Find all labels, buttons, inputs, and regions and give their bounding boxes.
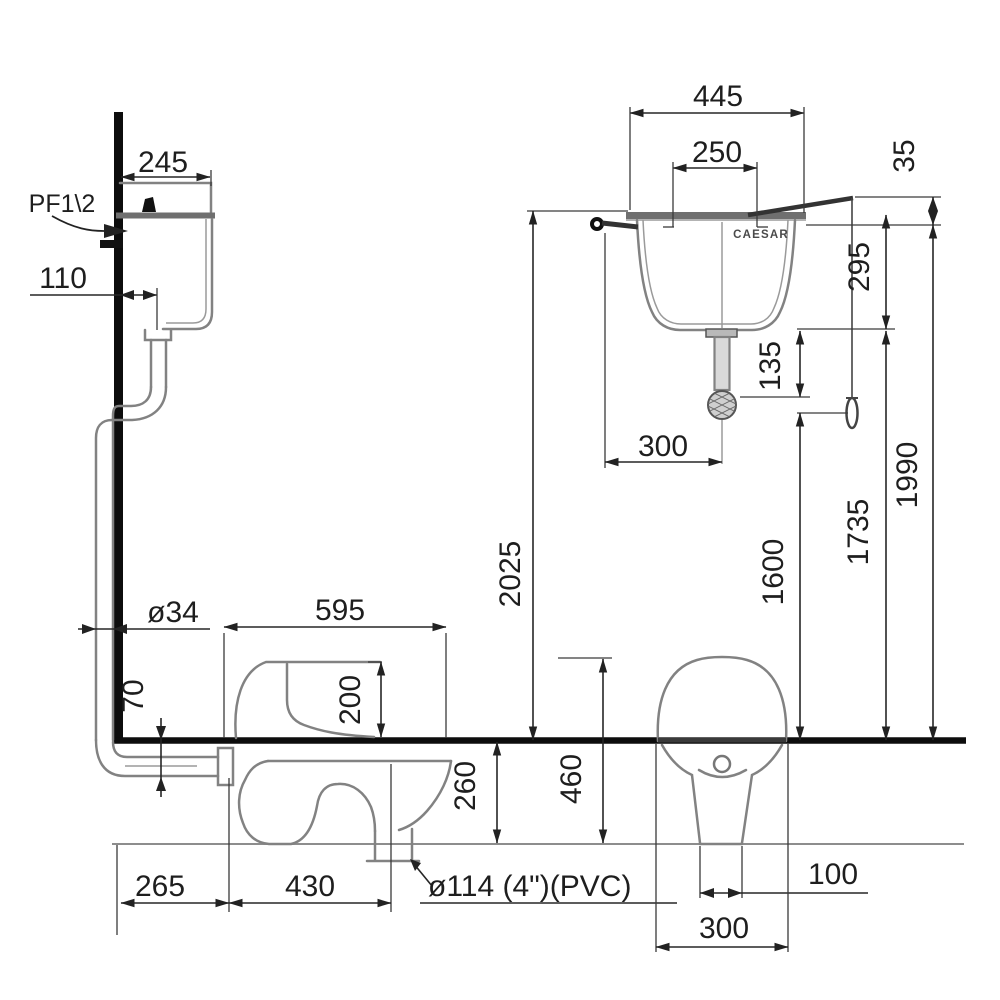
dim-100-label: 100 <box>808 858 858 891</box>
flush-lever-rod <box>601 220 639 230</box>
cistern-front-view: CAESAR <box>590 195 859 430</box>
dim-260-label: 260 <box>449 761 482 811</box>
dim-460-label: 460 <box>555 754 588 804</box>
pipe-hub-front <box>705 328 738 338</box>
dim-dia34-arrow-left <box>82 624 96 634</box>
supply-label: PF1\2 <box>29 190 96 218</box>
cistern-outlet-hub <box>143 328 173 342</box>
cistern-side-view <box>116 181 215 331</box>
dimensions: 245 110 445 250 35 295 135 <box>30 80 941 952</box>
dim-dia114-label: ø114 (4")(PVC) <box>428 870 631 903</box>
flush-lever-knob <box>590 217 604 231</box>
pan-trap-profile <box>237 759 377 846</box>
pipe-bottom-elbow-outer <box>94 738 220 778</box>
dim-dia34-arrow-right <box>113 624 127 634</box>
dim-35-arrow-top <box>928 197 938 211</box>
dim-dia34-label: ø34 <box>147 596 199 629</box>
dim-110-arrow-right <box>143 290 157 300</box>
dim-110-arrow-left <box>120 290 134 300</box>
pan-spud-arc <box>697 768 748 779</box>
pipe-elbow-inner <box>111 385 153 742</box>
dim-35-label: 35 <box>888 139 921 172</box>
pan-inlet-hub <box>216 746 235 787</box>
pan-pit-left <box>660 743 702 845</box>
dim-1990-label: 1990 <box>891 442 924 509</box>
dim-35-arrow-bottom <box>928 211 938 225</box>
squat-pan-side-view <box>234 660 453 863</box>
dim-70-label: 70 <box>117 679 150 712</box>
dim-200-label: 200 <box>334 675 367 725</box>
dim-135-label: 135 <box>754 341 787 391</box>
dim-295-label: 295 <box>843 242 876 292</box>
dim-100-arrow-left <box>700 888 714 898</box>
cistern-body-front-inner <box>642 219 789 325</box>
dim-250-label: 250 <box>692 136 742 169</box>
pipe-bottom-elbow-inner <box>111 740 220 759</box>
pan-outlet-spigot <box>365 827 421 863</box>
pan-bowl-step-profile <box>285 662 376 739</box>
cistern-lid-side <box>118 181 213 214</box>
building-structure <box>112 112 966 845</box>
dim-100-arrow-right <box>728 888 742 898</box>
dim-110-label: 110 <box>39 262 87 295</box>
dim-70-arrow-bottom <box>156 777 166 791</box>
dim-1735-label: 1735 <box>842 499 875 566</box>
supply-stub <box>100 240 123 248</box>
leader-dia114-arrow <box>410 859 421 871</box>
flush-lever-arm <box>747 195 854 218</box>
dim-265-label: 265 <box>135 870 185 903</box>
dim-430-label: 430 <box>285 870 335 903</box>
brand-logo: CAESAR <box>733 229 789 241</box>
dim-300-pan-label: 300 <box>699 912 749 945</box>
dim-1600-label: 1600 <box>757 539 790 606</box>
dim-245-label: 245 <box>138 146 188 179</box>
flush-pipe-side-view <box>94 328 235 787</box>
dim-2025-label: 2025 <box>494 541 527 608</box>
dim-595-label: 595 <box>315 594 365 627</box>
supply-leader-arrow <box>104 224 128 238</box>
pipe-upper-front <box>713 335 731 392</box>
pan-pit-right <box>740 743 784 845</box>
supply-leader-line <box>51 215 105 232</box>
lever-pivot-side <box>142 197 156 212</box>
supply-annotation: PF1\2 <box>29 190 128 248</box>
cistern-body-side-inner <box>166 219 207 324</box>
pan-spud-hole <box>712 754 732 774</box>
pull-chain-handle <box>845 396 859 430</box>
dim-445-label: 445 <box>693 80 743 113</box>
flush-pipe-front-view <box>705 328 738 464</box>
cistern-body-side-outer <box>161 217 214 331</box>
squat-pan-front-view <box>656 655 788 846</box>
pan-rear-profile <box>397 759 453 832</box>
ball-joint-hatching <box>708 391 736 419</box>
dim-70-arrow-top <box>156 726 166 740</box>
pan-top-profile <box>234 660 382 740</box>
dim-300-tank-label: 300 <box>638 430 688 463</box>
pan-dome-front <box>656 655 788 743</box>
